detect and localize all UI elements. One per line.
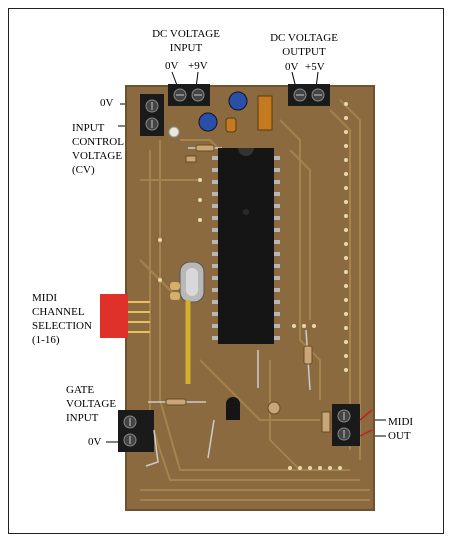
dc-output-5v-label: +5V	[305, 61, 325, 73]
capacitor-blue-2	[198, 112, 218, 132]
cv-label-2: CONTROL	[72, 136, 124, 148]
cv-label-4: (CV)	[72, 164, 95, 176]
midi-out-label-1: MIDI	[388, 416, 414, 428]
led	[168, 126, 180, 138]
microcontroller-chip	[212, 148, 280, 344]
dc-output-title-1: DC VOLTAGE	[270, 32, 338, 44]
dc-input-terminal	[168, 84, 210, 106]
midi-out-label-2: OUT	[388, 430, 411, 442]
cv-0v-label: 0V	[100, 97, 114, 109]
dc-input-title-2: INPUT	[169, 42, 203, 54]
dc-input-0v-label: 0V	[165, 60, 179, 72]
dc-output-title-2: OUTPUT	[282, 46, 326, 58]
dc-input-title-1: DC VOLTAGE	[152, 28, 220, 40]
midi-channel-label-2: CHANNEL	[32, 306, 85, 318]
dc-input-9v-label: +9V	[188, 60, 208, 72]
resistor-top	[188, 144, 222, 152]
gate-label-1: GATE	[66, 384, 95, 396]
voltage-regulator	[257, 95, 273, 131]
dc-output-terminal	[288, 84, 330, 106]
trimmer	[267, 401, 281, 415]
midi-channel-label-1: MIDI	[32, 292, 58, 304]
gate-input-terminal	[118, 410, 154, 452]
resistor-bottom-left	[148, 398, 206, 406]
capacitor-blue-1	[228, 91, 248, 111]
midi-out-terminal	[332, 404, 360, 446]
midi-channel-header	[100, 294, 150, 338]
midi-channel-label-4: (1-16)	[32, 334, 60, 346]
cv-label-3: VOLTAGE	[72, 150, 123, 162]
gate-label-3: INPUT	[66, 412, 99, 424]
dc-output-0v-label: 0V	[285, 61, 299, 73]
cv-label-1: INPUT	[72, 122, 105, 134]
gate-label-2: VOLTAGE	[66, 398, 117, 410]
crystal-oscillator	[179, 261, 205, 303]
midi-channel-label-3: SELECTION	[32, 320, 92, 332]
gate-0v-label: 0V	[88, 436, 102, 448]
resistor-right	[303, 329, 313, 391]
cv-input-terminal	[140, 94, 164, 136]
transistor	[226, 404, 240, 420]
